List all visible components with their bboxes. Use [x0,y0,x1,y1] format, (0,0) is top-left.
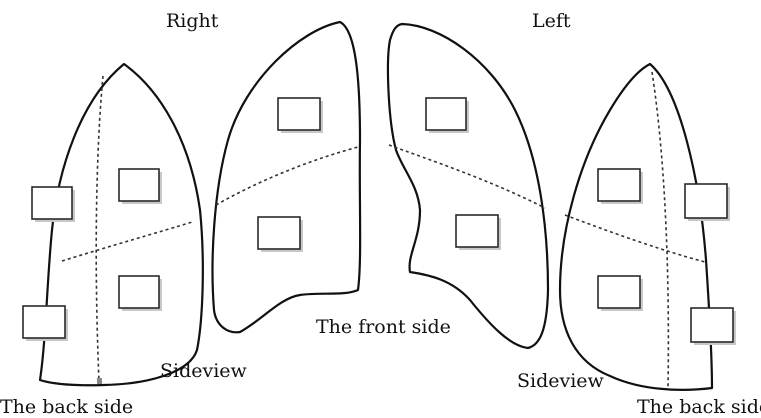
label-box [426,98,466,130]
label-box [119,276,159,308]
label-right: Right [166,10,219,32]
left-lung-sideview [560,64,736,390]
label-box [23,306,65,338]
left-frontview-outline [388,24,548,348]
label-box [691,308,733,342]
label-front-side: The front side [316,316,451,338]
label-back-side-left: The back side [637,396,761,418]
left-sideview-outline [560,64,712,390]
marker [97,378,102,384]
right-frontview-outline [213,22,361,332]
right-lung-sideview [23,64,203,385]
label-box [32,187,72,219]
label-back-side-right: The back side [0,396,133,418]
label-box [598,169,640,201]
label-box [278,98,320,130]
label-box [685,184,727,218]
label-box [258,217,300,249]
left-lung-frontview [388,24,548,348]
label-box [119,169,159,201]
right-lung-frontview [213,22,361,332]
label-box [598,276,640,308]
label-sideview-left: Sideview [517,370,605,392]
label-sideview-right: Sideview [160,360,248,382]
label-left: Left [532,10,571,32]
label-box [456,215,498,247]
